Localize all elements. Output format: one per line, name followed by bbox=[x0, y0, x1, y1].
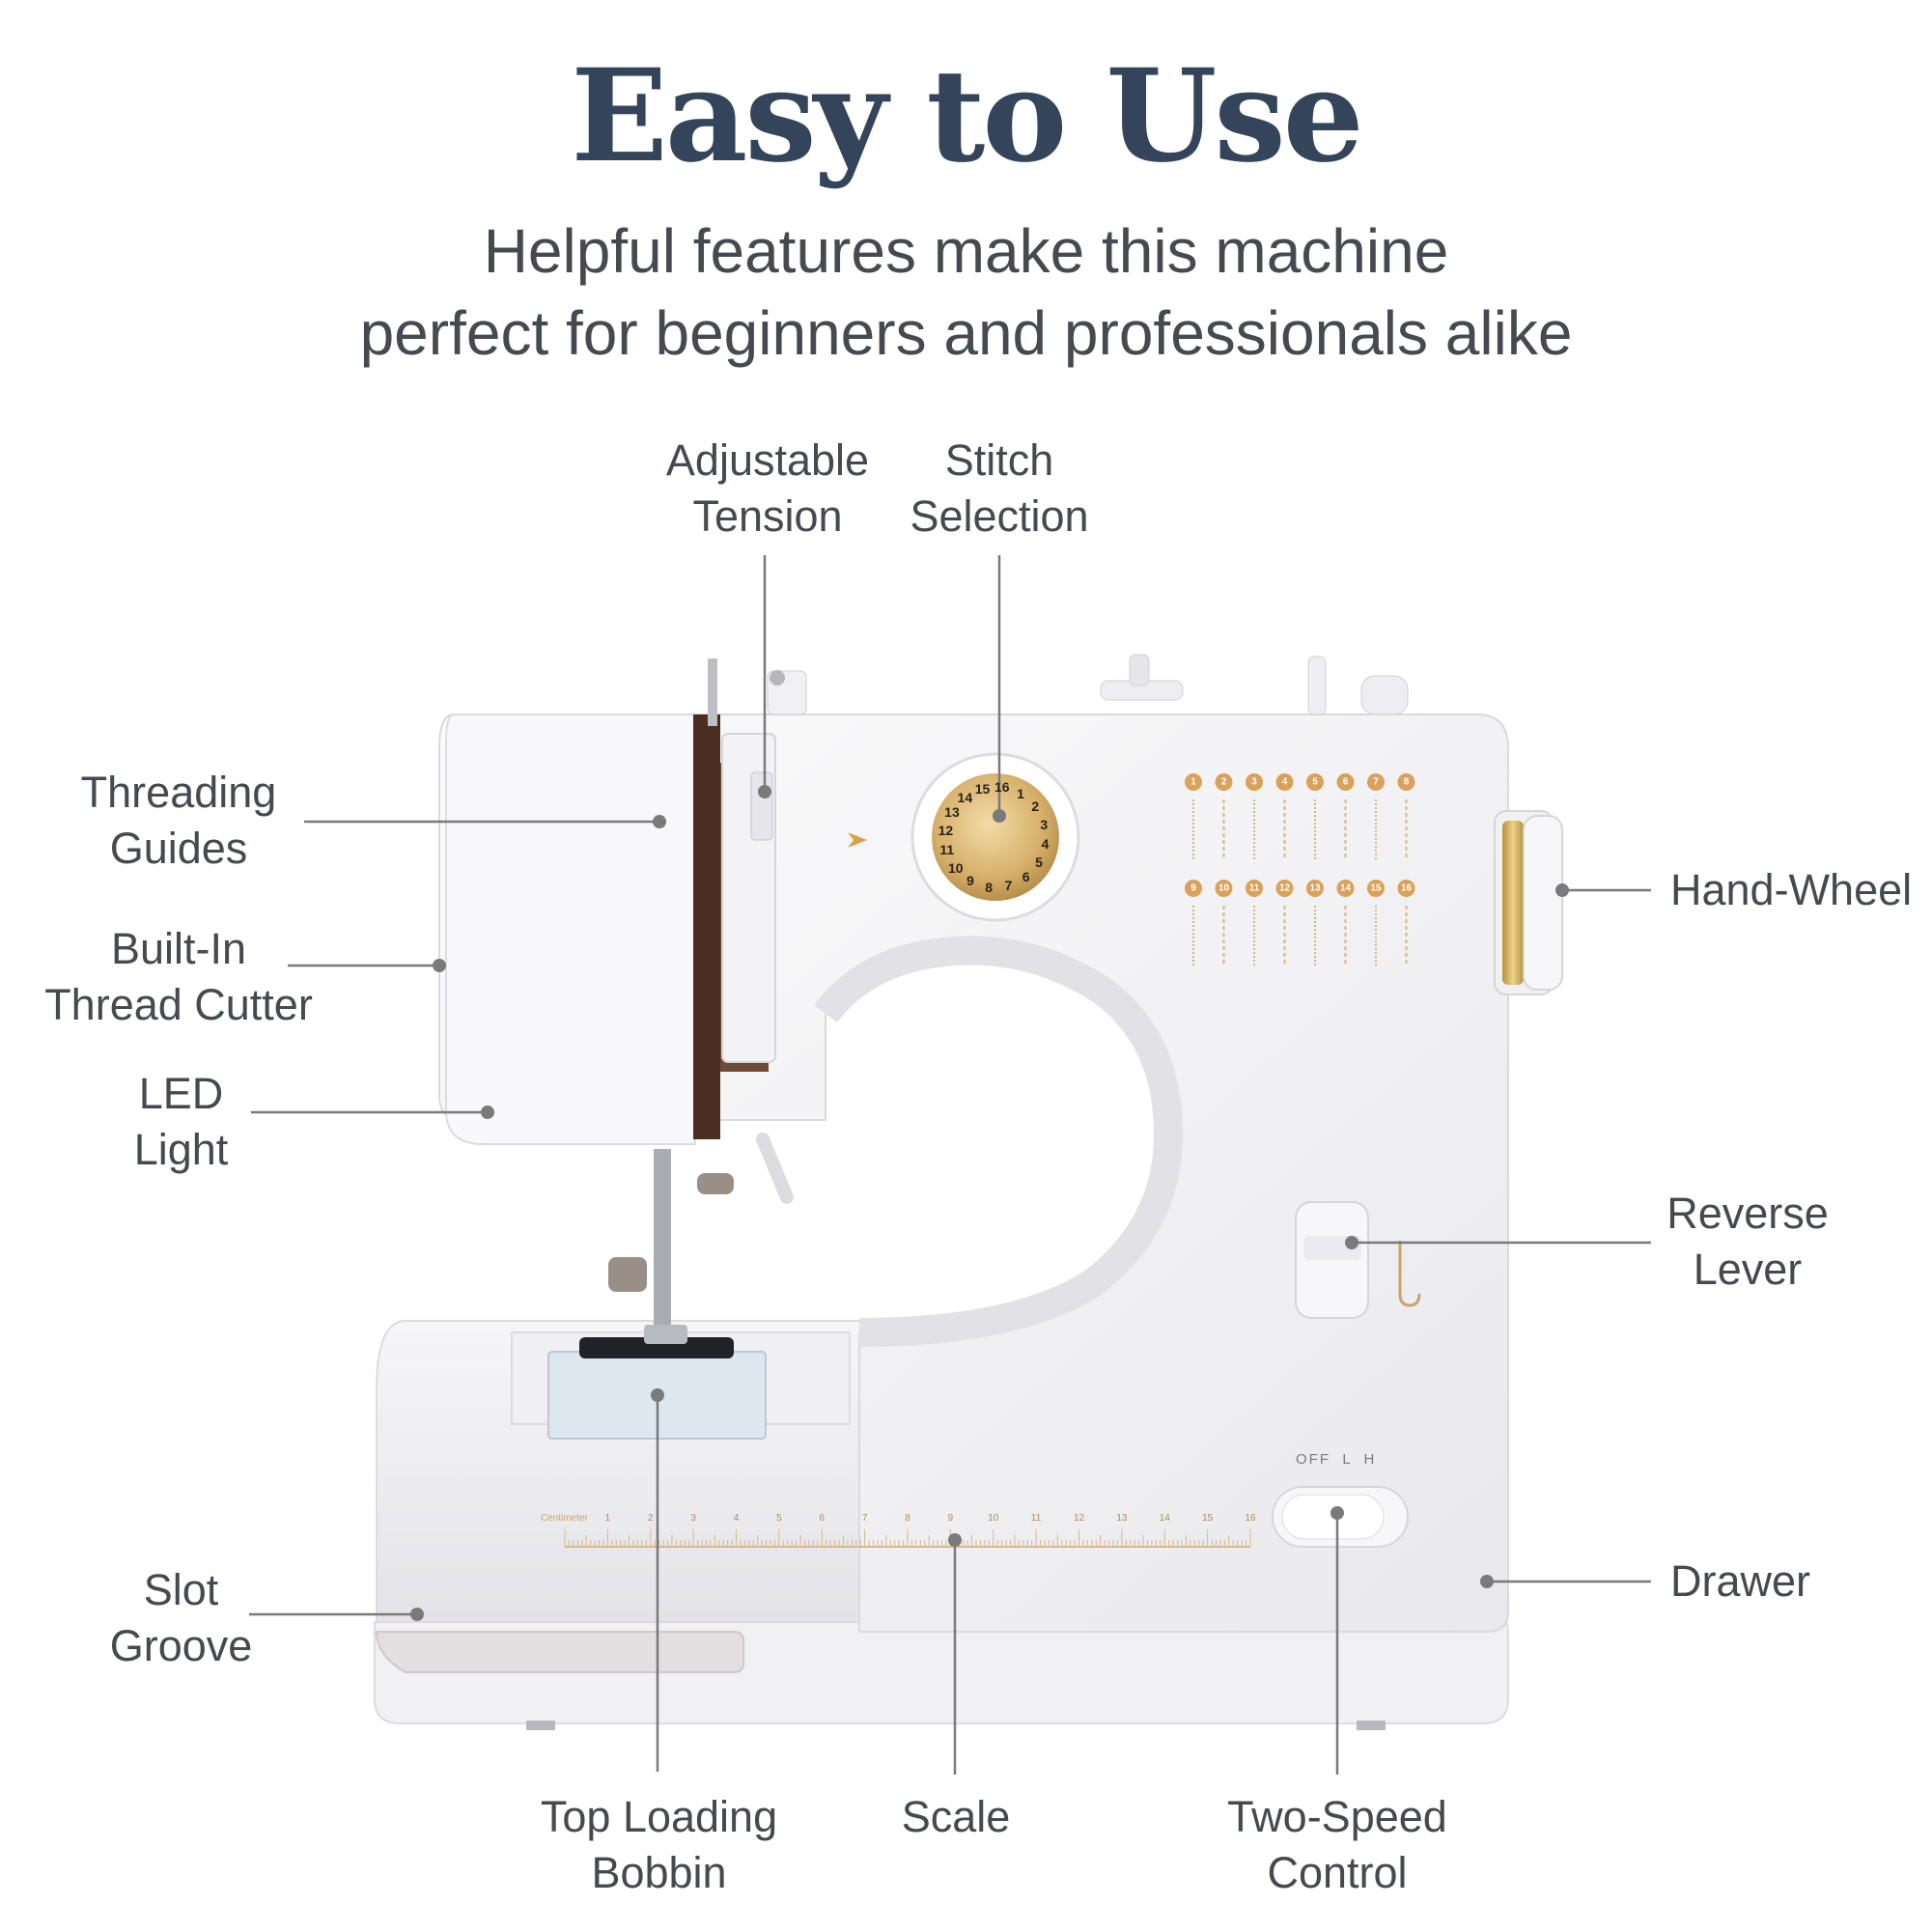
head-cap bbox=[445, 714, 696, 1145]
stitch-number: 2 bbox=[1220, 776, 1227, 788]
stitch-number-badge bbox=[1397, 880, 1415, 897]
label-top-loading-bobbin: Top Loading Bobbin bbox=[540, 1792, 778, 1897]
subtitle-line-2: perfect for beginners and professionals … bbox=[359, 298, 1573, 368]
ruler-number: 16 bbox=[1245, 1513, 1256, 1524]
stitch-number: 1 bbox=[1190, 776, 1196, 788]
ruler-number: 3 bbox=[690, 1513, 696, 1524]
speed-switch-labels: OFF L H bbox=[1296, 1451, 1377, 1468]
dial-number: 1 bbox=[1017, 785, 1024, 801]
stitch-number: 5 bbox=[1312, 776, 1318, 788]
ruler-number: 15 bbox=[1202, 1513, 1214, 1524]
label-reverse-lever: Reverse Lever bbox=[1666, 1189, 1829, 1294]
stitch-number-badge bbox=[1367, 773, 1385, 791]
label-hand-wheel: Hand-Wheel bbox=[1670, 865, 1913, 914]
leader-lines bbox=[249, 555, 1651, 1775]
ruler-label: Centimeter bbox=[541, 1513, 588, 1524]
ruler-number: 2 bbox=[647, 1513, 654, 1524]
stitch-number-badge bbox=[1185, 773, 1202, 791]
stitch-number: 15 bbox=[1370, 882, 1382, 894]
stitch-dial bbox=[910, 752, 1080, 922]
dial-number: 5 bbox=[1035, 854, 1043, 870]
ruler-number: 1 bbox=[604, 1513, 611, 1524]
stitch-number: 8 bbox=[1403, 776, 1410, 788]
stitch-number: 12 bbox=[1278, 882, 1291, 894]
stitch-number: 6 bbox=[1342, 776, 1349, 788]
dial-number: 11 bbox=[939, 842, 955, 858]
dial-number: 9 bbox=[966, 873, 974, 889]
dial-number: 13 bbox=[944, 804, 960, 820]
label-thread-cutter: Built-In Thread Cutter bbox=[44, 924, 313, 1029]
dial-number: 6 bbox=[1022, 869, 1030, 885]
ruler-number: 14 bbox=[1159, 1513, 1170, 1524]
stitch-number: 13 bbox=[1309, 882, 1321, 894]
ruler-number: 9 bbox=[947, 1513, 954, 1524]
stitch-number: 4 bbox=[1281, 776, 1288, 788]
slot-groove bbox=[375, 1631, 744, 1673]
stitch-chart bbox=[1185, 773, 1415, 966]
label-scale: Scale bbox=[901, 1792, 1011, 1841]
stitch-number: 3 bbox=[1251, 776, 1257, 788]
stitch-number-badge bbox=[1397, 773, 1415, 791]
ruler-number: 11 bbox=[1030, 1513, 1042, 1524]
label-threading-guides: Threading Guides bbox=[80, 768, 277, 873]
stitch-number-badge bbox=[1246, 773, 1263, 791]
ruler bbox=[564, 1529, 1251, 1548]
dial-number: 12 bbox=[938, 823, 954, 839]
dial-number: 15 bbox=[974, 780, 991, 797]
stitch-number: 14 bbox=[1339, 882, 1352, 894]
dial-number: 16 bbox=[994, 779, 1010, 796]
stitch-number: 16 bbox=[1400, 882, 1413, 894]
stitch-number-badge bbox=[1275, 773, 1294, 791]
ruler-number: 8 bbox=[905, 1513, 910, 1524]
dial-number: 2 bbox=[1031, 798, 1040, 815]
dial-number: 3 bbox=[1040, 816, 1049, 832]
stitch-number: 10 bbox=[1218, 882, 1230, 894]
ruler-number: 4 bbox=[733, 1513, 740, 1524]
stitch-number: 11 bbox=[1248, 882, 1260, 894]
reverse-lever bbox=[1295, 1201, 1421, 1319]
label-stitch-selection: Stitch Selection bbox=[910, 435, 1089, 541]
hand-wheel bbox=[1494, 810, 1563, 995]
dial-number: 7 bbox=[1004, 878, 1013, 894]
page-title: Easy to Use bbox=[571, 42, 1364, 191]
label-adjustable-tension: Adjustable Tension bbox=[665, 435, 870, 541]
ruler-number: 10 bbox=[988, 1513, 999, 1524]
label-two-speed-control: Two-Speed Control bbox=[1227, 1792, 1447, 1897]
stitch-number-badge bbox=[1215, 880, 1233, 897]
stitch-number-badge bbox=[1306, 773, 1324, 791]
ruler-number: 5 bbox=[776, 1513, 782, 1524]
stitch-number: 9 bbox=[1190, 882, 1196, 894]
stitch-number-badge bbox=[1306, 880, 1324, 897]
ruler-number: 12 bbox=[1073, 1513, 1085, 1524]
dial-number: 14 bbox=[957, 789, 973, 805]
stitch-number-badge bbox=[1367, 880, 1385, 897]
dial-number: 10 bbox=[947, 859, 964, 876]
dial-number: 8 bbox=[985, 879, 994, 895]
stitch-number-badge bbox=[1275, 880, 1294, 897]
stitch-number-badge bbox=[1246, 880, 1263, 897]
stitch-number-badge bbox=[1336, 880, 1355, 897]
ruler-number: 7 bbox=[861, 1513, 868, 1524]
front-panel bbox=[693, 714, 720, 1139]
ruler-number: 13 bbox=[1116, 1513, 1128, 1524]
label-slot-groove: Slot Groove bbox=[109, 1565, 253, 1670]
stitch-number-badge bbox=[1185, 880, 1202, 897]
stitch-number: 7 bbox=[1373, 776, 1379, 788]
label-drawer: Drawer bbox=[1670, 1556, 1811, 1606]
label-led-light: LED Light bbox=[133, 1069, 229, 1174]
ruler-number: 6 bbox=[819, 1513, 826, 1524]
dial-number: 4 bbox=[1041, 835, 1050, 852]
stitch-number-badge bbox=[1215, 773, 1233, 791]
stitch-number-badge bbox=[1336, 773, 1355, 791]
subtitle-line-1: Helpful features make this machine bbox=[483, 216, 1449, 286]
